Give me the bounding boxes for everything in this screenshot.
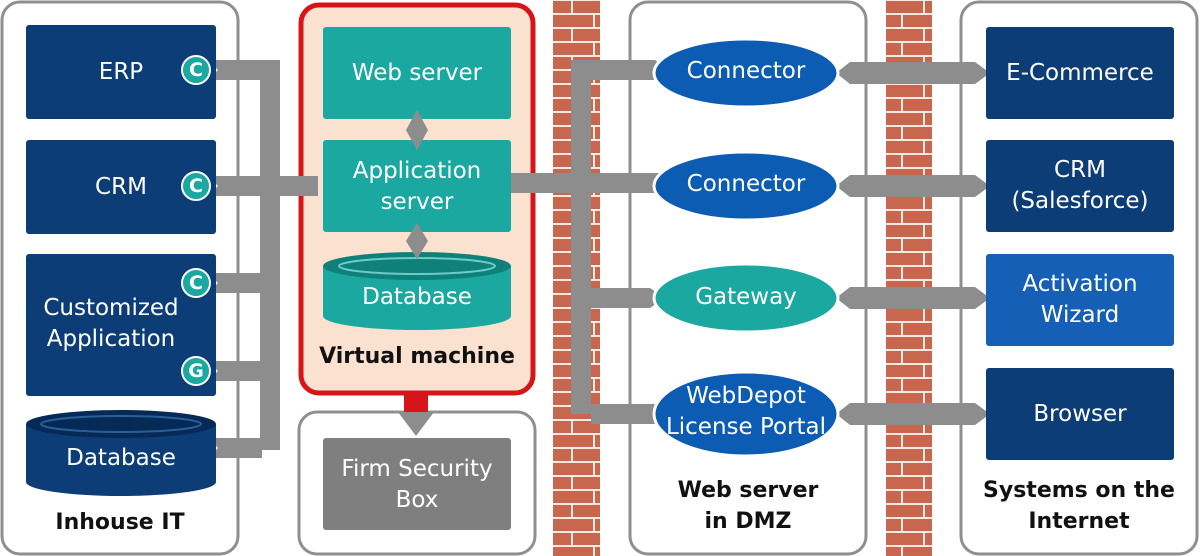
crm-connector-badge-circle (181, 171, 211, 201)
gateway-oval (652, 262, 840, 334)
gateway-to-activation-line (836, 287, 990, 309)
web-server-box (323, 27, 511, 119)
custom-app-box (26, 254, 216, 396)
salesforce-crm-box (986, 140, 1174, 232)
portal-to-browser-line (836, 403, 990, 425)
bus-to-connector2-line (591, 173, 670, 193)
vm-database-cylinder (323, 252, 511, 330)
dmz-bus-line (571, 60, 591, 414)
crm-link-line (208, 176, 318, 196)
connector1-to-ecommerce-line (836, 62, 990, 84)
app-db-link-diamond (406, 223, 428, 259)
connector-2-oval (652, 150, 840, 222)
custom-g-link-line (208, 361, 262, 381)
bus-to-connector1-line (571, 60, 670, 80)
web-app-link-diamond (406, 110, 428, 150)
connector-1-oval (652, 37, 840, 109)
vm-to-security-arrowhead (398, 412, 434, 436)
crm-box (26, 140, 216, 234)
vm-to-security-line (404, 392, 428, 414)
database-link-line (208, 438, 262, 458)
custom-connector-badge-circle (181, 268, 211, 298)
browser-box (986, 368, 1174, 460)
custom-c-link-line (208, 273, 262, 293)
bus-to-gateway-line (591, 288, 665, 308)
erp-box (26, 25, 216, 119)
activation-wizard-box (986, 254, 1174, 346)
portal-oval (652, 370, 840, 458)
inhouse-database-cylinder (26, 410, 216, 496)
ecommerce-box (986, 27, 1174, 119)
security-box (323, 438, 511, 530)
inhouse-bus-line (260, 60, 280, 450)
connector2-to-crm-line (836, 175, 990, 197)
firewall-right (886, 0, 932, 556)
app-server-box (323, 140, 511, 232)
custom-gateway-badge-circle (181, 356, 211, 386)
erp-link-line (208, 60, 280, 80)
erp-connector-badge-circle (181, 55, 211, 85)
